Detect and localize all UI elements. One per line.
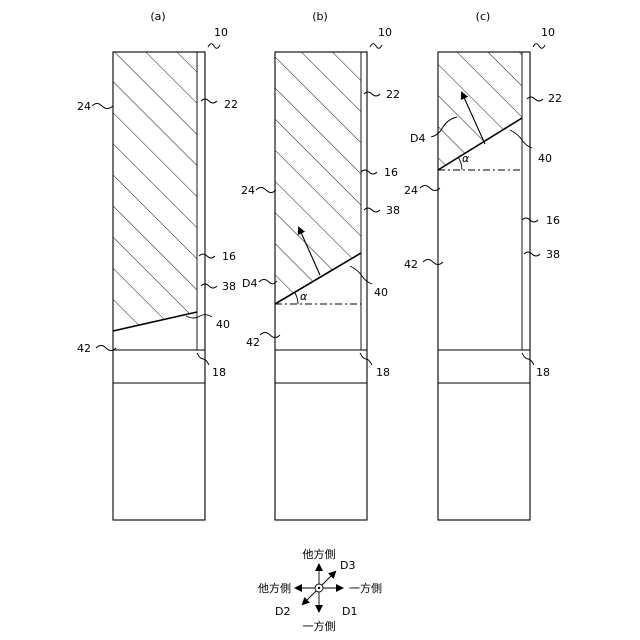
label-42: 42 [246,336,260,349]
panel-c-title: (c) [476,10,491,23]
leader-24 [256,188,276,193]
origin-dot [318,587,320,589]
label-38: 38 [386,204,400,217]
legend-left-label: 他方側 [258,581,291,595]
leader-16 [361,170,377,174]
direction-legend: 他方側 他方側 一方側 一方側 D3 D2 D1 [258,547,382,633]
leader-22 [364,92,380,96]
legend-d1-label: D1 [342,605,357,618]
panel-a-title: (a) [150,10,165,23]
leader-42 [260,333,280,338]
leader-22 [527,97,543,101]
label-40: 40 [538,152,552,165]
label-alpha: α [462,152,470,165]
label-16: 16 [546,214,560,227]
leader-16 [199,254,215,258]
label-16: 16 [384,166,398,179]
legend-d2-label: D2 [275,605,290,618]
label-22: 22 [548,92,562,105]
leader-22 [201,99,217,103]
leader-38 [364,208,380,212]
panel-a: (a) 10 24 22 16 38 40 42 18 [77,10,238,520]
label-42: 42 [404,258,418,271]
panel-b-title: (b) [312,10,328,23]
label-40: 40 [374,286,388,299]
label-40: 40 [216,318,230,331]
hatched-region [438,52,522,170]
label-22: 22 [386,88,400,101]
leader-18 [522,353,534,365]
leader-10 [370,44,382,49]
panel-c: (c) 10 22 D4 α 40 24 16 38 42 18 [404,10,562,520]
label-22: 22 [224,98,238,111]
leader-38 [201,284,217,288]
leader-38 [524,252,540,256]
leader-18 [360,353,372,365]
label-24: 24 [241,184,255,197]
label-16: 16 [222,250,236,263]
leader-24 [420,186,440,191]
leader-40 [510,130,532,148]
leader-10 [533,44,545,49]
label-38: 38 [546,248,560,261]
legend-top-label: 他方側 [303,547,336,561]
label-18: 18 [376,366,390,379]
legend-right-label: 一方側 [349,581,382,595]
leader-10 [208,44,220,49]
leader-40 [186,315,212,318]
label-18: 18 [536,366,550,379]
label-alpha: α [300,290,308,303]
leader-d4 [259,280,277,284]
legend-bottom-label: 一方側 [303,619,336,633]
panel-b: (b) 10 22 24 16 38 D4 α 40 42 18 [241,10,400,520]
label-18: 18 [212,366,226,379]
leader-42 [423,260,443,265]
label-d4: D4 [410,132,425,145]
label-10: 10 [378,26,392,39]
leader-24 [92,104,113,109]
label-38: 38 [222,280,236,293]
leader-18 [197,353,209,365]
hatched-region [275,52,361,304]
label-10: 10 [214,26,228,39]
legend-d3-label: D3 [340,559,355,572]
label-42: 42 [77,342,91,355]
label-d4: D4 [242,277,257,290]
angle-arc [295,293,298,304]
label-24: 24 [77,100,91,113]
hatched-region [113,52,197,331]
label-24: 24 [404,184,418,197]
label-10: 10 [541,26,555,39]
